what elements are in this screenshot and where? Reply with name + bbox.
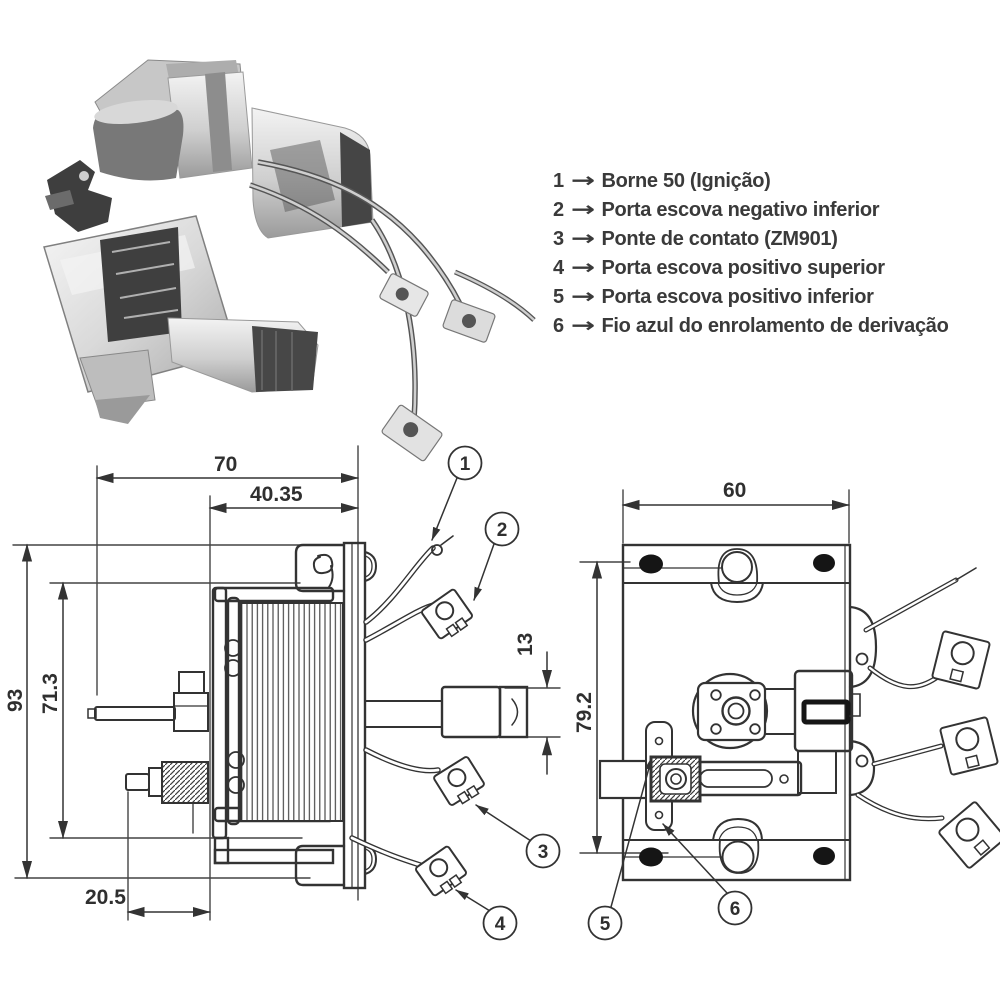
legend-number: 5 xyxy=(553,286,564,308)
dim-width-total: 70 xyxy=(214,453,237,476)
legend: 1 → Borne 50 (Ignição) 2 → Porta escova … xyxy=(553,168,998,342)
arrow-icon: → xyxy=(571,284,595,308)
legend-label: Porta escova positivo inferior xyxy=(601,286,874,308)
rear-center-boss xyxy=(691,672,796,750)
rear-view-drawing: 60 79.2 xyxy=(573,479,1000,941)
legend-item-3: 3 → Ponte de contato (ZM901) xyxy=(553,226,998,255)
legend-label: Porta escova negativo inferior xyxy=(601,199,880,221)
arrow-icon: → xyxy=(571,226,595,250)
dim-height-total: 93 xyxy=(4,689,27,712)
photo-terminal-stud xyxy=(47,160,112,232)
legend-number: 1 xyxy=(553,170,564,192)
photo-lug-1 xyxy=(379,273,429,317)
arrow-icon: → xyxy=(571,197,595,221)
legend-label: Borne 50 (Ignição) xyxy=(601,170,771,192)
callout-3: 3 xyxy=(538,842,549,863)
legend-number: 6 xyxy=(553,315,564,337)
side-extension-lines xyxy=(12,445,561,921)
rear-brush-assembly xyxy=(598,721,803,831)
callout-2: 2 xyxy=(497,520,508,541)
callout-6: 6 xyxy=(730,899,741,920)
side-wires xyxy=(349,535,454,869)
side-callouts: 1 2 3 4 xyxy=(431,445,561,941)
legend-label: Porta escova positivo superior xyxy=(601,257,885,279)
rear-dimension-lines xyxy=(591,499,850,854)
arrow-icon: → xyxy=(571,313,595,337)
rear-plate xyxy=(621,543,852,882)
dim-rear-width: 60 xyxy=(723,479,746,502)
rear-wires xyxy=(848,567,977,822)
side-view-drawing: 70 40.35 93 71.3 20.5 13 xyxy=(4,445,561,941)
legend-number: 4 xyxy=(553,257,564,279)
legend-number: 3 xyxy=(553,228,564,250)
legend-item-5: 5 → Porta escova positivo inferior xyxy=(553,284,998,313)
legend-item-2: 2 → Porta escova negativo inferior xyxy=(553,197,998,226)
dim-width-inner: 40.35 xyxy=(250,483,303,506)
photo-lug-2 xyxy=(442,299,496,343)
side-body xyxy=(87,541,529,890)
wire-clip-detail xyxy=(312,553,334,588)
side-lugs xyxy=(415,588,485,897)
photo-lug-3 xyxy=(381,404,443,462)
legend-label: Ponte de contato (ZM901) xyxy=(601,228,838,250)
callout-4: 4 xyxy=(495,914,506,935)
dim-stud-offset: 20.5 xyxy=(85,886,126,909)
product-photo xyxy=(43,59,536,462)
callout-5: 5 xyxy=(600,914,611,935)
legend-item-1: 1 → Borne 50 (Ignição) xyxy=(553,168,998,197)
legend-item-4: 4 → Porta escova positivo superior xyxy=(553,255,998,284)
dim-rear-height: 79.2 xyxy=(573,692,596,733)
dim-plunger: 13 xyxy=(514,633,537,656)
rear-callouts: 5 6 xyxy=(587,756,753,941)
rear-connector-block xyxy=(793,669,854,794)
rear-lugs xyxy=(931,630,1000,869)
arrow-icon: → xyxy=(571,255,595,279)
dim-height-inner: 71.3 xyxy=(39,673,62,714)
callout-1: 1 xyxy=(460,454,471,475)
arrow-icon: → xyxy=(571,168,595,192)
legend-number: 2 xyxy=(553,199,564,221)
legend-label: Fio azul do enrolamento de derivação xyxy=(601,315,949,337)
side-dimension-lines xyxy=(21,472,553,918)
legend-item-6: 6 → Fio azul do enrolamento de derivação xyxy=(553,313,998,342)
